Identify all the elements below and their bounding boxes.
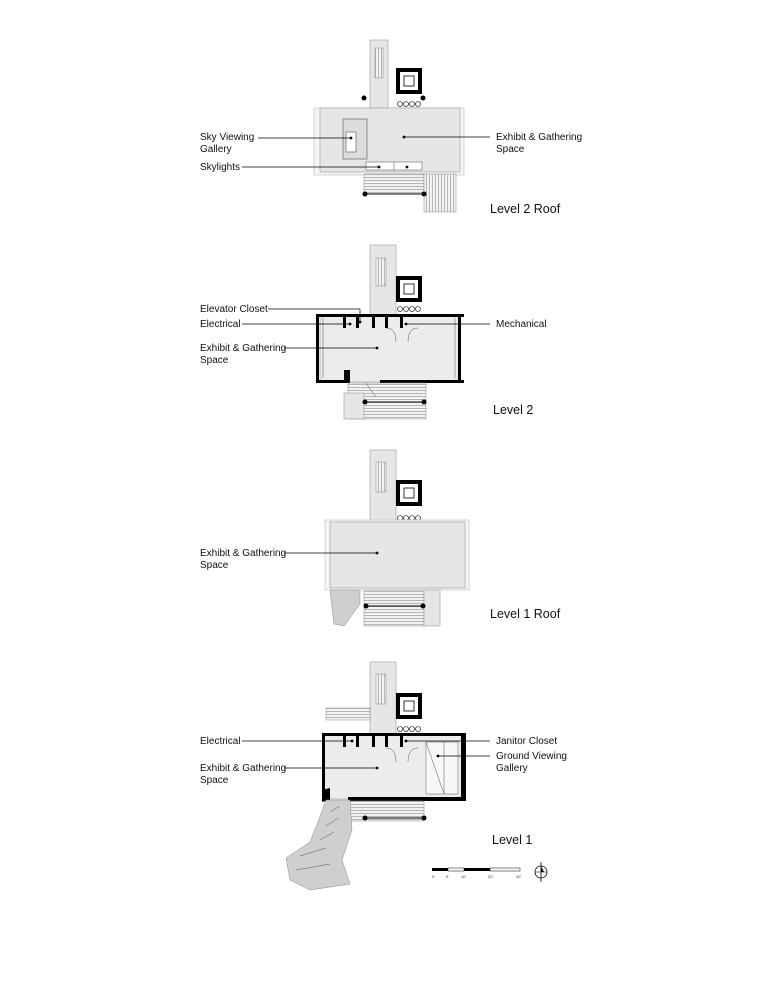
stair-treads — [375, 257, 387, 287]
plan-level-2-roof — [313, 39, 465, 213]
column — [420, 95, 426, 101]
ramp — [329, 589, 361, 627]
scale-bar: 0' 5' 10' 20' 30' — [432, 867, 521, 879]
label-electrical: Electrical — [200, 319, 241, 330]
labels-level-2: Elevator Closet Electrical Exhibit & Gat… — [200, 304, 547, 417]
label-electrical: Electrical — [200, 736, 241, 747]
plan-level-2 — [316, 244, 464, 420]
plan-title: Level 1 — [492, 833, 532, 847]
scale-tick: 20' — [488, 874, 493, 879]
elevator-circles — [397, 726, 421, 732]
entry-stairs — [363, 173, 425, 195]
stair-tower — [369, 244, 397, 318]
plan-level-1 — [285, 661, 466, 891]
scale-tick: 10' — [461, 874, 466, 879]
scale-segment — [489, 867, 521, 872]
entry-stairs — [363, 589, 425, 627]
elevator-circles — [397, 306, 421, 312]
column — [361, 95, 367, 101]
level-2-floor — [319, 315, 461, 383]
scale-segment — [464, 868, 490, 871]
scale-tick: 30' — [516, 874, 521, 879]
elevator-circles — [397, 515, 421, 521]
scale-segment — [447, 867, 465, 872]
stair-treads — [375, 673, 387, 705]
stair-treads — [375, 461, 387, 493]
plan-title: Level 2 — [493, 403, 533, 417]
access-ramp — [285, 799, 353, 891]
north-arrow-icon — [534, 862, 548, 882]
side-stairs — [325, 707, 371, 721]
stair-treads — [374, 47, 384, 79]
label-janitor-closet: Janitor Closet — [496, 736, 557, 747]
scale-tick: 0' — [432, 874, 435, 879]
scale-segment — [432, 868, 448, 871]
label-mechanical: Mechanical — [496, 319, 547, 330]
label-skylights: Skylights — [200, 162, 240, 173]
scale-tick: 5' — [446, 874, 449, 879]
side-stairs — [423, 173, 457, 213]
ground-viewing-gallery — [425, 741, 459, 795]
plan-title: Level 1 Roof — [490, 607, 561, 621]
elevator-circles — [397, 101, 421, 107]
label-elevator-closet: Elevator Closet — [200, 304, 268, 315]
plan-title: Level 2 Roof — [490, 202, 561, 216]
roof-slab — [329, 521, 466, 589]
plan-level-1-roof — [324, 449, 470, 627]
